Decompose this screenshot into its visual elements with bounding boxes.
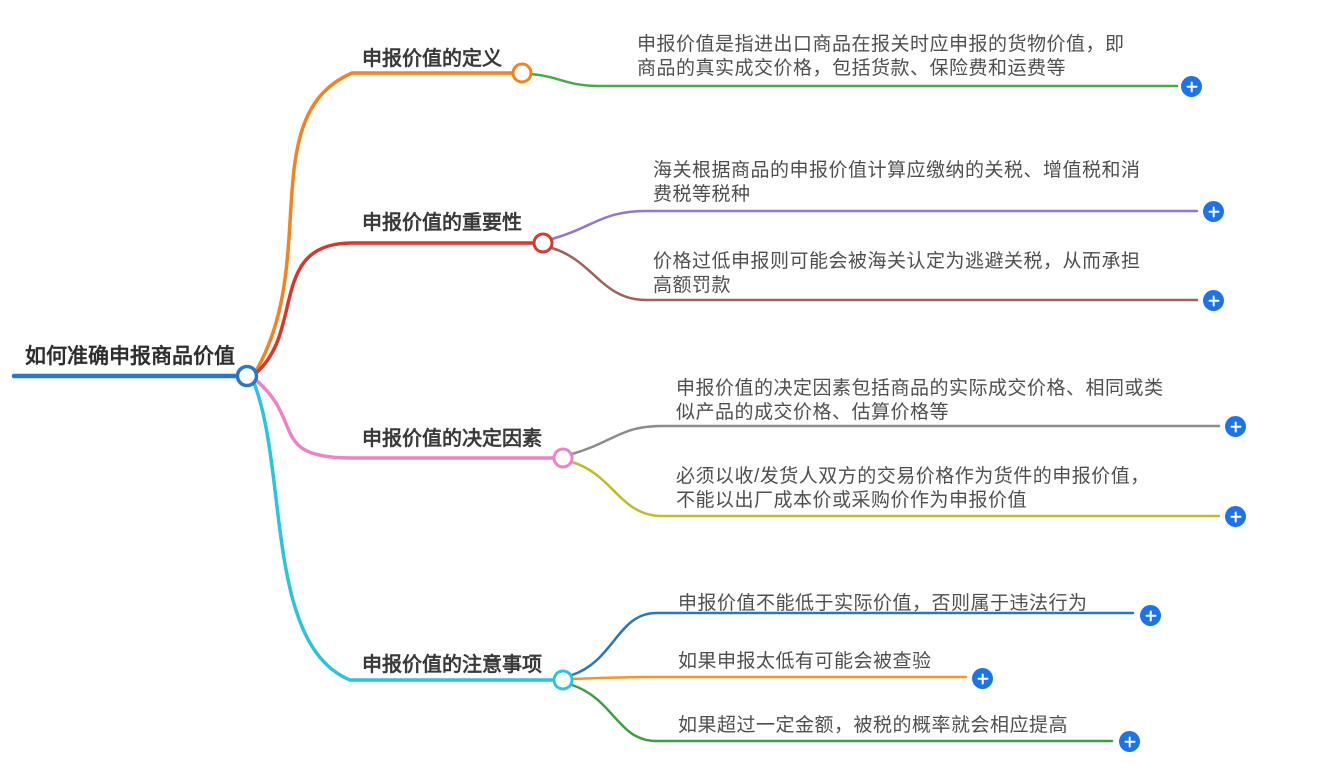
plus-icon [1119,731,1140,752]
plus-icon [1140,605,1161,626]
plus-icon [972,668,993,689]
branch-connector-definition [254,71,515,373]
branch-label-notes[interactable]: 申报价值的注意事项 [362,654,542,676]
leaf-node[interactable]: 申报价值不能低于实际价值，否则属于违法行为 [678,593,1088,614]
branch-connector-factors [254,378,556,460]
add-node-button[interactable] [1225,416,1246,437]
root-node-handle[interactable] [235,364,259,388]
branch-handle-notes[interactable] [552,669,574,691]
leaf-node[interactable]: 必须以收/发货人双方的交易价格作为货件的申报价值， 不能以出厂成本价或采购价作为… [676,466,1150,511]
branch-handle-factors[interactable] [552,447,574,469]
leaf-connector-factors-2 [570,460,1221,518]
leaf-connector-importance-2 [550,246,1199,302]
leaf-connector-factors-1 [570,424,1221,456]
root-node-label[interactable]: 如何准确申报商品价值 [25,345,235,368]
add-node-button[interactable] [1119,731,1140,752]
leaf-connector-importance-1 [550,209,1199,241]
branch-connector-notes [252,381,556,682]
leaf-connector-notes-1 [570,611,1135,677]
branch-handle-importance[interactable] [532,232,554,254]
add-node-button[interactable] [1140,605,1161,626]
leaf-connector-notes-2 [571,675,968,681]
leaf-node[interactable]: 申报价值是指进出口商品在报关时应申报的货物价值，即 商品的真实成交价格，包括货款… [637,34,1125,79]
add-node-button[interactable] [1203,290,1224,311]
leaf-connector-definition-1 [529,72,1179,88]
add-node-button[interactable] [1181,76,1202,97]
branch-label-factors[interactable]: 申报价值的决定因素 [362,428,542,450]
add-node-button[interactable] [972,668,993,689]
plus-icon [1203,290,1224,311]
plus-icon [1225,506,1246,527]
leaf-node[interactable]: 如果申报太低有可能会被查验 [678,651,932,672]
branch-connector-importance [254,241,536,375]
leaf-node[interactable]: 申报价值的决定因素包括商品的实际成交价格、相同或类 似产品的成交价格、估算价格等 [676,378,1164,423]
plus-icon [1181,76,1202,97]
branch-handle-definition[interactable] [511,62,533,84]
branch-label-importance[interactable]: 申报价值的重要性 [362,212,522,234]
add-node-button[interactable] [1203,201,1224,222]
leaf-node[interactable]: 价格过低申报则可能会被海关认定为逃避关税，从而承担 高额罚款 [653,251,1141,296]
plus-icon [1203,201,1224,222]
leaf-connector-notes-3 [570,683,1114,743]
leaf-node[interactable]: 如果超过一定金额，被税的概率就会相应提高 [678,715,1069,736]
leaf-node[interactable]: 海关根据商品的申报价值计算应缴纳的关税、增值税和消 费税等税种 [653,160,1141,205]
plus-icon [1225,416,1246,437]
branch-label-definition[interactable]: 申报价值的定义 [362,48,502,70]
add-node-button[interactable] [1225,506,1246,527]
